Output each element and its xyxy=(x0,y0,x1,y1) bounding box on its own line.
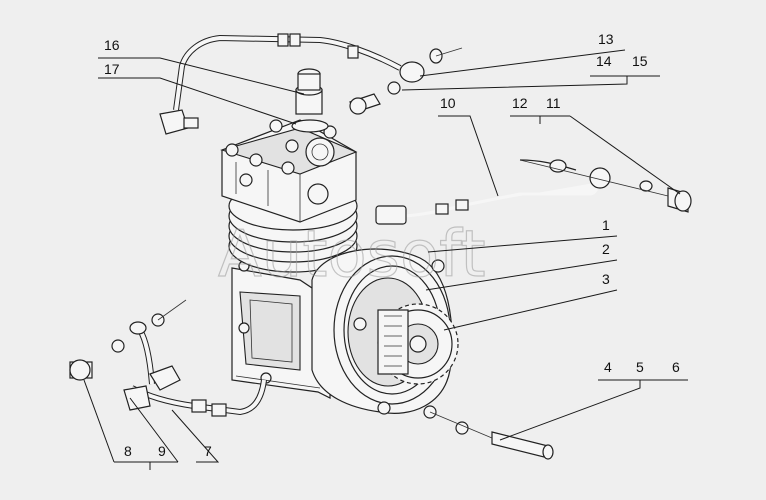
callout-4: 4 xyxy=(604,359,612,375)
banjo-fitting-11-12 xyxy=(519,159,692,213)
callout-9: 9 xyxy=(158,443,166,459)
lower-pipe-7-8-9 xyxy=(69,299,267,417)
callout-12: 12 xyxy=(512,95,528,111)
bolt-4-5-6 xyxy=(429,411,554,460)
callout-8: 8 xyxy=(124,443,132,459)
callout-13: 13 xyxy=(598,31,614,47)
upper-pipe-13-15 xyxy=(159,33,463,135)
leader-lines xyxy=(83,49,688,470)
callout-1: 1 xyxy=(602,217,610,233)
callout-numbers: 16 17 13 14 15 10 12 11 1 2 3 4 5 6 8 9 … xyxy=(104,31,680,459)
callout-7: 7 xyxy=(204,443,212,459)
watermark-text: Autosoft xyxy=(218,218,486,292)
callout-2: 2 xyxy=(602,241,610,257)
callout-5: 5 xyxy=(636,359,644,375)
pipe-10 xyxy=(375,159,602,225)
callout-17: 17 xyxy=(104,61,120,77)
callout-6: 6 xyxy=(672,359,680,375)
callout-14: 14 xyxy=(596,53,612,69)
callout-3: 3 xyxy=(602,271,610,287)
callout-16: 16 xyxy=(104,37,120,53)
callout-11: 11 xyxy=(546,95,561,111)
drive-gear xyxy=(377,303,459,385)
callout-15: 15 xyxy=(632,53,648,69)
callout-10: 10 xyxy=(440,95,456,111)
